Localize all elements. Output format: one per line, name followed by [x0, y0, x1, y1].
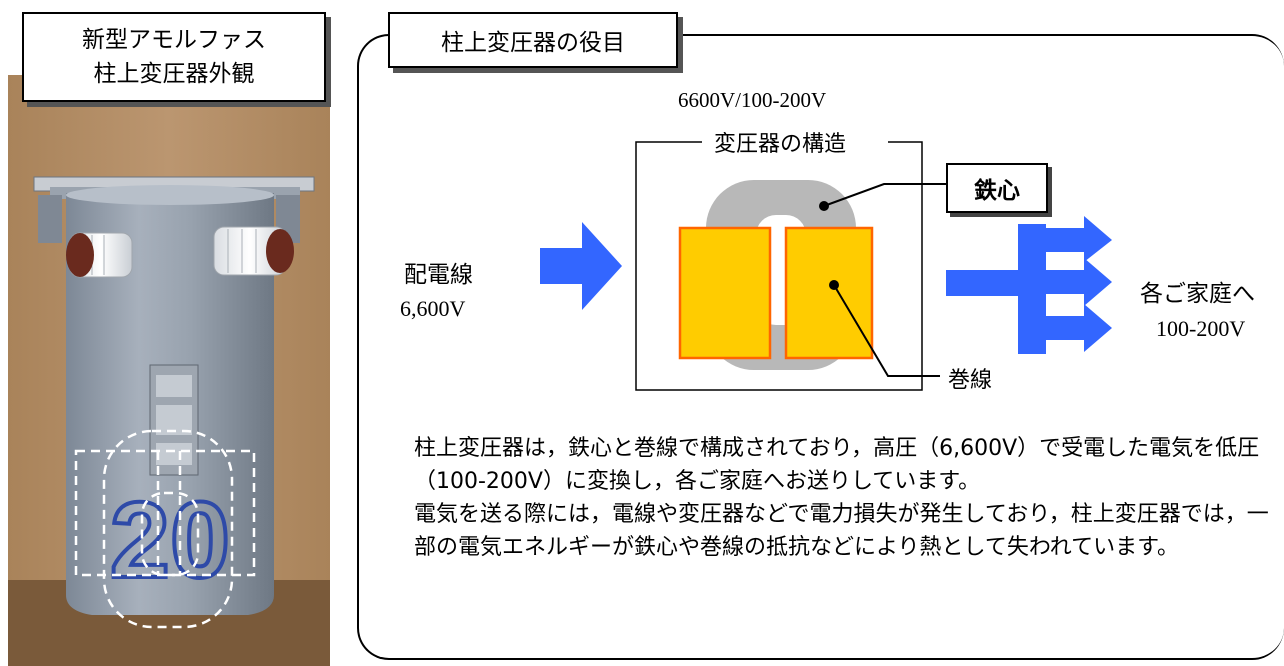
capacity-marking: 20	[110, 479, 230, 600]
role-panel	[357, 34, 1284, 660]
description: 柱上変圧器は，鉄心と巻線で構成されており，高圧（6,600V）で受電した電気を低…	[414, 432, 1274, 564]
structure-title: 変圧器の構造	[706, 126, 855, 158]
transformer-illustration: 20	[33, 176, 315, 629]
photo-label-line2: 柱上変圧器外観	[93, 61, 255, 87]
output-voltage: 100-200V	[1156, 316, 1246, 341]
input-label: 配電線	[404, 262, 473, 288]
transformer-photo: 20	[8, 75, 330, 666]
winding-label: 巻線	[948, 368, 993, 393]
bushing-right	[213, 226, 294, 276]
description-paragraph-1: 柱上変圧器は，鉄心と巻線で構成されており，高圧（6,600V）で受電した電気を低…	[414, 436, 1260, 494]
rating-label: 6600V/100-200V	[678, 88, 827, 112]
role-title: 柱上変圧器の役目	[388, 12, 678, 68]
description-paragraph-2: 電気を送る際には，電線や変圧器などで電力損失が発生しており，柱上変圧器では，一部…	[414, 502, 1269, 560]
photo-label: 新型アモルファス 柱上変圧器外観	[22, 12, 326, 102]
dashed-outlines	[74, 429, 256, 629]
core-label: 鉄心	[946, 163, 1048, 213]
output-label: 各ご家庭へ	[1140, 281, 1255, 307]
bushing-left	[66, 232, 133, 278]
input-voltage: 6,600V	[400, 296, 466, 321]
photo-label-line1: 新型アモルファス	[82, 27, 266, 53]
